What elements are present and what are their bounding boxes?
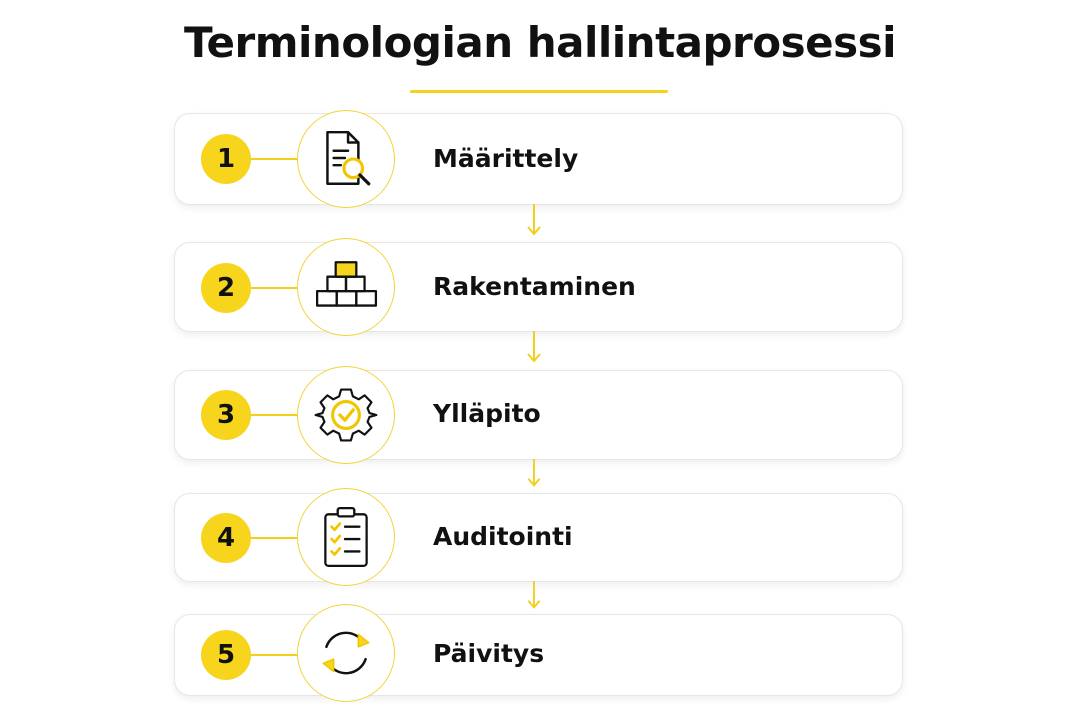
step-card-2: 2 Rakentaminen	[174, 238, 903, 336]
step-card-1: 1 Määrittely	[174, 110, 903, 208]
blocks-pyramid-icon	[297, 238, 395, 336]
refresh-cycle-icon	[297, 604, 395, 702]
step-number-badge: 3	[201, 390, 251, 440]
step-label: Ylläpito	[433, 399, 541, 428]
gear-check-icon	[297, 366, 395, 464]
step-card-4: 4 Auditointi	[174, 488, 903, 586]
step-link-line	[251, 654, 297, 656]
arrow-down-icon	[527, 458, 541, 487]
step-card-3: 3 Ylläpito	[174, 366, 903, 464]
arrow-down-icon	[527, 204, 541, 236]
step-number-badge: 4	[201, 513, 251, 563]
step-link-line	[251, 158, 297, 160]
step-label: Määrittely	[433, 144, 579, 173]
step-label: Auditointi	[433, 522, 573, 551]
arrow-down-icon	[527, 331, 541, 363]
document-search-icon	[297, 110, 395, 208]
step-number-badge: 2	[201, 263, 251, 313]
step-link-line	[251, 414, 297, 416]
step-number-badge: 1	[201, 134, 251, 184]
step-card-5: 5 Päivitys	[174, 604, 903, 702]
step-link-line	[251, 537, 297, 539]
title-underline	[410, 90, 668, 93]
step-link-line	[251, 287, 297, 289]
arrow-down-icon	[527, 580, 541, 609]
clipboard-checklist-icon	[297, 488, 395, 586]
page-title: Terminologian hallintaprosessi	[183, 18, 897, 67]
step-label: Päivitys	[433, 639, 545, 668]
step-number-badge: 5	[201, 630, 251, 680]
step-label: Rakentaminen	[433, 272, 636, 301]
